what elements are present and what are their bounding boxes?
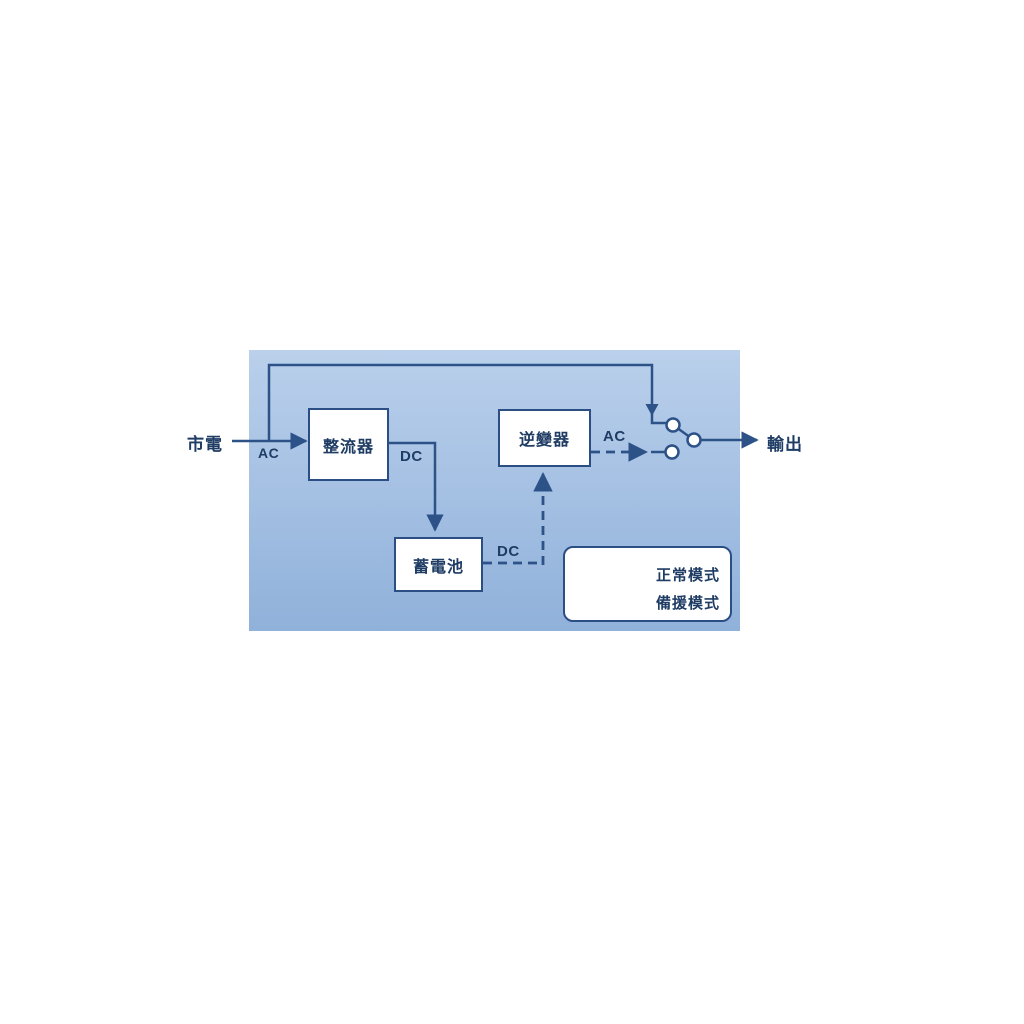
battery-node: 蓄電池	[394, 537, 483, 592]
legend-normal-mode-label: 正常模式	[656, 567, 721, 584]
battery-label: 蓄電池	[412, 558, 464, 576]
ac-input-label: AC	[258, 445, 280, 461]
output-label: 輸出	[767, 435, 803, 454]
rectifier-label: 整流器	[322, 438, 374, 456]
legend-box	[563, 546, 732, 622]
dc-battery-label: DC	[497, 543, 520, 560]
rectifier-node: 整流器	[308, 408, 389, 481]
mains-label: 市電	[187, 435, 223, 454]
inverter-node: 逆變器	[498, 409, 591, 467]
legend-backup-mode-label: 備援模式	[656, 595, 721, 612]
ac-inverter-label: AC	[603, 428, 626, 445]
inverter-label: 逆變器	[518, 432, 570, 449]
dc-rectifier-label: DC	[400, 448, 423, 465]
